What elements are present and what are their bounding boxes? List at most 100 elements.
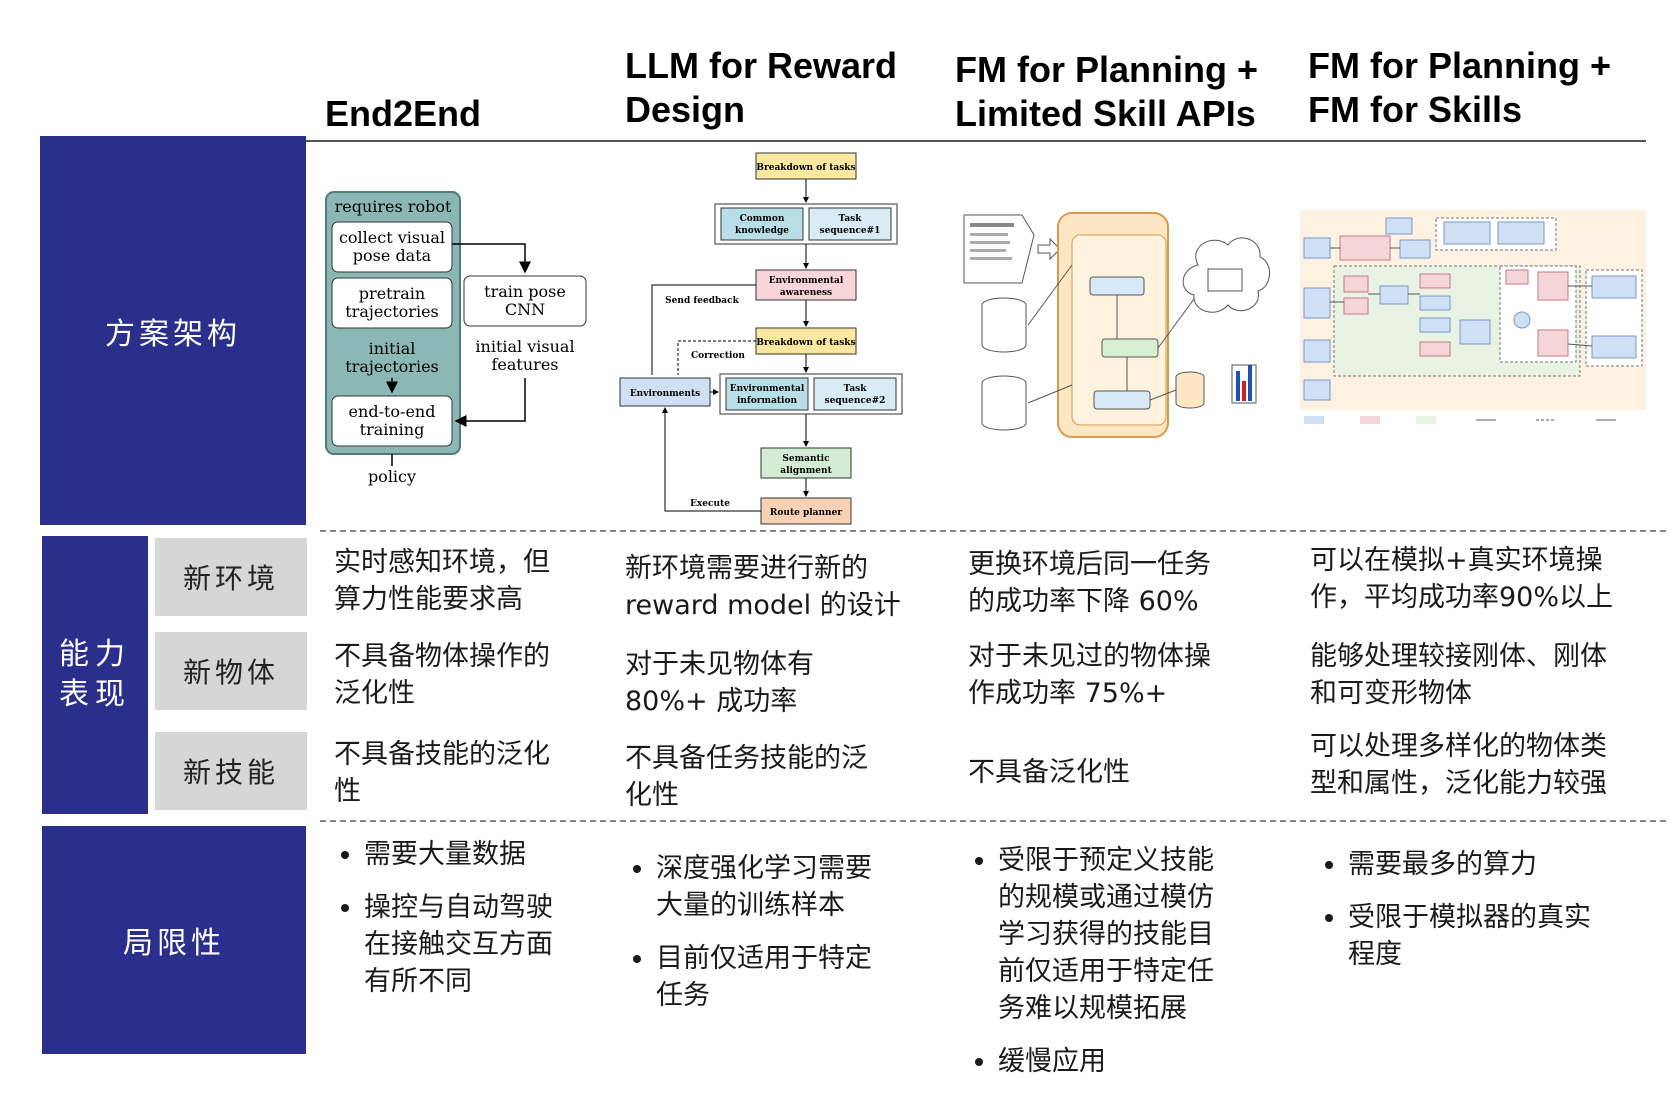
reward-task2: sequence#2	[825, 396, 886, 406]
reward-environments: Environments	[630, 389, 700, 399]
e2e-init-feat: features	[492, 355, 559, 374]
row-label-limitations: 局限性	[42, 826, 306, 1054]
limit-line: 操控与自动驾驶	[364, 892, 553, 923]
reward-task2: Task	[844, 384, 868, 394]
reward-breakdown2: Breakdown of tasks	[756, 338, 855, 348]
diagram-skills	[1300, 210, 1646, 440]
limit-line: 大量的训练样本	[656, 890, 845, 921]
col-header-line: Limited Skill APIs	[955, 93, 1256, 134]
cell-line: 泛化性	[334, 678, 415, 709]
e2e-collect: collect visual	[339, 228, 445, 247]
limit-item: 受限于模拟器的真实 程度	[1348, 899, 1644, 973]
row-label-text: 局限性	[123, 926, 225, 961]
diagram-benchmark	[962, 205, 1272, 440]
cell-line: 新环境需要进行新的	[625, 553, 868, 584]
reward-execute: Execute	[690, 499, 730, 509]
benchmark-figure-svg	[963, 212, 1270, 438]
limit-item: 需要大量数据	[364, 836, 600, 873]
limit-item: 受限于预定义技能 的规模或通过模仿 学习获得的技能目 前仅适用于特定任 务难以规…	[998, 842, 1284, 1027]
sub-label-text: 新环境	[182, 562, 279, 595]
cell-line: 和可变形物体	[1310, 678, 1472, 709]
e2e-initial: trajectories	[345, 357, 439, 376]
limit-item: 目前仅适用于特定 任务	[656, 940, 932, 1014]
limit-item: 深度强化学习需要 大量的训练样本	[656, 850, 932, 924]
limit-item: 操控与自动驾驶 在接触交互方面 有所不同	[364, 889, 600, 1000]
skills-figure-svg	[1300, 210, 1646, 424]
reward-breakdown1: Breakdown of tasks	[756, 163, 855, 173]
row-label-architecture: 方案架构	[40, 136, 306, 525]
sub-label-new-obj: 新物体	[155, 632, 307, 710]
end2end-flow-svg: requires robot collect visual pose data …	[325, 191, 587, 486]
limits-limited: 受限于预定义技能 的规模或通过模仿 学习获得的技能目 前仅适用于特定任 务难以规…	[964, 842, 1284, 1096]
limit-line: 深度强化学习需要	[656, 853, 872, 884]
e2e-initial: initial	[369, 339, 416, 358]
cell-line: 实时感知环境，但	[334, 547, 550, 578]
col-header-line: Design	[625, 89, 746, 130]
cell-line: 作成功率 75%+	[968, 678, 1168, 709]
reward-semantic: Semantic	[782, 454, 830, 464]
cell-skill-skills: 可以处理多样化的物体类 型和属性，泛化能力较强	[1310, 728, 1607, 802]
reward-task1: Task	[839, 214, 863, 224]
reward-env-info: Environmental	[730, 384, 805, 394]
sub-label-text: 新物体	[182, 656, 279, 689]
col-header-end2end: End2End	[325, 92, 481, 136]
cell-line: 型和属性，泛化能力较强	[1310, 768, 1607, 799]
cell-line: 对于未见物体有	[625, 649, 814, 680]
divider-cap-limit	[320, 820, 1666, 822]
cell-env-end2end: 实时感知环境，但 算力性能要求高	[334, 544, 550, 618]
cell-line: 可以在模拟+真实环境操	[1310, 545, 1603, 576]
cell-env-limited: 更换环境后同一任务 的成功率下降 60%	[968, 546, 1211, 620]
cell-line: 化性	[625, 780, 679, 811]
col-header-line: End2End	[325, 93, 482, 134]
cell-line: 不具备泛化性	[968, 757, 1130, 788]
cell-obj-skills: 能够处理较接刚体、刚体 和可变形物体	[1310, 638, 1607, 712]
row-label-text: 方案架构	[105, 316, 241, 352]
cell-line: 算力性能要求高	[334, 584, 523, 615]
sub-label-text: 新技能	[182, 756, 279, 789]
divider-arch-cap	[320, 530, 1666, 532]
cell-line: 不具备任务技能的泛	[625, 743, 868, 774]
cell-obj-limited: 对于未见过的物体操 作成功率 75%+	[968, 638, 1211, 712]
col-header-fm-skills: FM for Planning + FM for Skills	[1308, 44, 1611, 132]
sub-label-new-skill: 新技能	[155, 732, 307, 810]
limit-line: 在接触交互方面	[364, 929, 553, 960]
reward-env-aware: awareness	[780, 288, 832, 298]
e2e-training: training	[360, 420, 425, 439]
limit-line: 任务	[656, 980, 710, 1011]
row-label-text: 表现	[59, 677, 131, 712]
cell-obj-reward: 对于未见物体有 80%+ 成功率	[625, 646, 814, 720]
cell-line: 更换环境后同一任务	[968, 549, 1211, 580]
cell-env-skills: 可以在模拟+真实环境操 作，平均成功率90%以上	[1310, 542, 1613, 616]
limit-line: 目前仅适用于特定	[656, 943, 872, 974]
row-label-capability: 能力 表现	[42, 536, 148, 814]
reward-route: Route planner	[770, 508, 842, 518]
e2e-policy: policy	[368, 467, 416, 486]
reward-common: Common	[740, 214, 785, 224]
limit-item: 需要最多的算力	[1348, 846, 1644, 883]
cell-line: 对于未见过的物体操	[968, 641, 1211, 672]
row-label-text: 能力	[59, 637, 131, 672]
cell-env-reward: 新环境需要进行新的 reward model 的设计	[625, 550, 901, 624]
reward-flow-svg: Breakdown of tasks Common knowledge Task…	[619, 152, 903, 525]
cell-line: 不具备物体操作的	[334, 641, 550, 672]
limit-line: 有所不同	[364, 966, 472, 997]
e2e-collect: pose data	[353, 246, 432, 265]
reward-env-info: information	[737, 396, 798, 406]
cell-line: 80%+ 成功率	[625, 686, 798, 717]
limit-line: 的规模或通过模仿	[998, 882, 1214, 913]
diagram-reward: Breakdown of tasks Common knowledge Task…	[618, 150, 908, 530]
reward-semantic: alignment	[780, 466, 832, 476]
reward-task1: sequence#1	[820, 226, 881, 236]
reward-send-feedback: Send feedback	[665, 296, 739, 306]
cell-line: reward model 的设计	[625, 590, 901, 621]
e2e-init-feat: initial visual	[475, 337, 574, 356]
limit-line: 缓慢应用	[998, 1046, 1106, 1077]
header-divider	[40, 140, 1646, 142]
reward-common: knowledge	[735, 226, 789, 236]
e2e-requires: requires robot	[335, 197, 452, 216]
col-header-line: FM for Planning +	[1308, 45, 1611, 86]
limit-line: 程度	[1348, 939, 1402, 970]
limit-line: 需要最多的算力	[1348, 849, 1537, 880]
col-header-fm-limited: FM for Planning + Limited Skill APIs	[955, 48, 1258, 136]
cell-line: 性	[334, 776, 361, 807]
